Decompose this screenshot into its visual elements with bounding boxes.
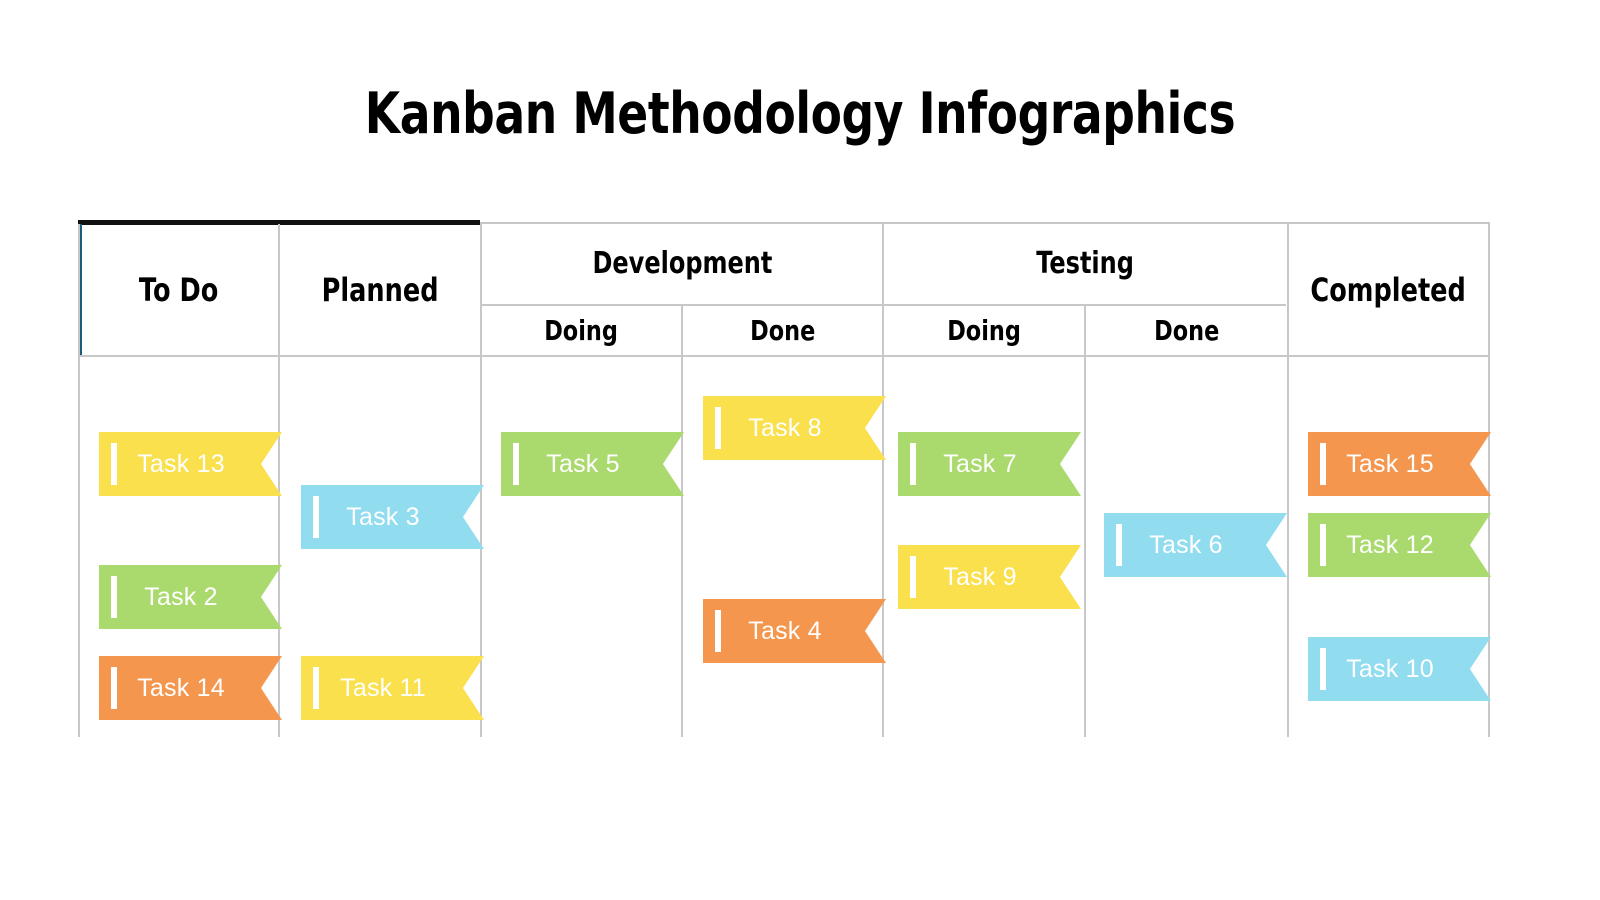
column-header-planned-label: Planned (321, 270, 439, 309)
card-accent-bar (910, 443, 916, 485)
task-card[interactable]: Task 12 (1308, 513, 1491, 577)
column-header-dev-done-label: Done (749, 313, 816, 347)
column-header-test-done-label: Done (1153, 313, 1220, 347)
column-header-todo-label: To Do (139, 270, 219, 309)
column-header-dev-doing[interactable]: Doing (482, 306, 681, 355)
card-accent-bar (111, 667, 117, 709)
grid-line-header-bottom (78, 355, 1490, 357)
card-accent-bar (1320, 443, 1326, 485)
task-card-label: Task 15 (1346, 449, 1434, 478)
task-card[interactable]: Task 10 (1308, 637, 1491, 701)
grid-line-col-planned-left (278, 224, 280, 737)
column-header-test-doing-label: Doing (947, 313, 1021, 347)
board-top-border-light (480, 222, 1490, 224)
task-card-label: Task 9 (943, 562, 1017, 591)
task-card[interactable]: Task 4 (703, 599, 886, 663)
task-card-label: Task 10 (1346, 654, 1434, 683)
task-card-label: Task 3 (346, 502, 420, 531)
task-card[interactable]: Task 5 (501, 432, 684, 496)
card-accent-bar (313, 667, 319, 709)
card-accent-bar (513, 443, 519, 485)
board-left-accent (78, 224, 82, 357)
column-header-test-doing[interactable]: Doing (884, 306, 1084, 355)
column-group-header-testing-label: Testing (1036, 246, 1135, 281)
task-card-label: Task 13 (137, 449, 225, 478)
card-accent-bar (1116, 524, 1122, 566)
grid-line-col-todo-left (78, 224, 80, 737)
grid-line-col-dev-done-left (681, 304, 683, 737)
task-card-label: Task 14 (137, 673, 225, 702)
column-header-dev-done[interactable]: Done (683, 306, 882, 355)
card-accent-bar (910, 556, 916, 598)
card-accent-bar (1320, 524, 1326, 566)
grid-line-col-completed-right (1488, 224, 1490, 737)
card-accent-bar (715, 407, 721, 449)
board-top-border-dark (78, 220, 480, 225)
task-card-label: Task 12 (1346, 530, 1434, 559)
column-header-test-done[interactable]: Done (1086, 306, 1287, 355)
kanban-board: To Do Planned Development Doing Done Tes… (78, 220, 1491, 737)
task-card[interactable]: Task 3 (301, 485, 484, 549)
column-header-planned[interactable]: Planned (280, 224, 480, 355)
task-card[interactable]: Task 8 (703, 396, 886, 460)
column-header-completed[interactable]: Completed (1289, 224, 1488, 355)
task-card-label: Task 4 (748, 616, 822, 645)
grid-line-col-testing-left (882, 224, 884, 737)
card-accent-bar (313, 496, 319, 538)
task-card-label: Task 5 (546, 449, 620, 478)
card-accent-bar (1320, 648, 1326, 690)
task-card[interactable]: Task 11 (301, 656, 484, 720)
task-card-label: Task 6 (1149, 530, 1223, 559)
grid-line-col-completed-left (1287, 224, 1289, 737)
column-header-todo[interactable]: To Do (80, 224, 278, 355)
column-header-dev-doing-label: Doing (544, 313, 619, 347)
task-card[interactable]: Task 13 (99, 432, 282, 496)
column-group-header-testing[interactable]: Testing (884, 224, 1287, 304)
task-card-label: Task 11 (340, 673, 426, 702)
page-title: Kanban Methodology Infographics (364, 81, 1236, 147)
card-accent-bar (111, 443, 117, 485)
task-card[interactable]: Task 2 (99, 565, 282, 629)
column-group-header-development[interactable]: Development (482, 224, 882, 304)
task-card-label: Task 8 (748, 413, 822, 442)
card-accent-bar (715, 610, 721, 652)
grid-line-col-test-done-left (1084, 304, 1086, 737)
column-group-header-development-label: Development (592, 246, 772, 281)
task-card[interactable]: Task 14 (99, 656, 282, 720)
task-card[interactable]: Task 15 (1308, 432, 1491, 496)
column-header-completed-label: Completed (1310, 270, 1467, 309)
grid-line-col-development-left (480, 224, 482, 737)
task-card[interactable]: Task 6 (1104, 513, 1287, 577)
task-card[interactable]: Task 9 (898, 545, 1081, 609)
card-accent-bar (111, 576, 117, 618)
task-card-label: Task 7 (943, 449, 1017, 478)
task-card-label: Task 2 (144, 582, 218, 611)
task-card[interactable]: Task 7 (898, 432, 1081, 496)
